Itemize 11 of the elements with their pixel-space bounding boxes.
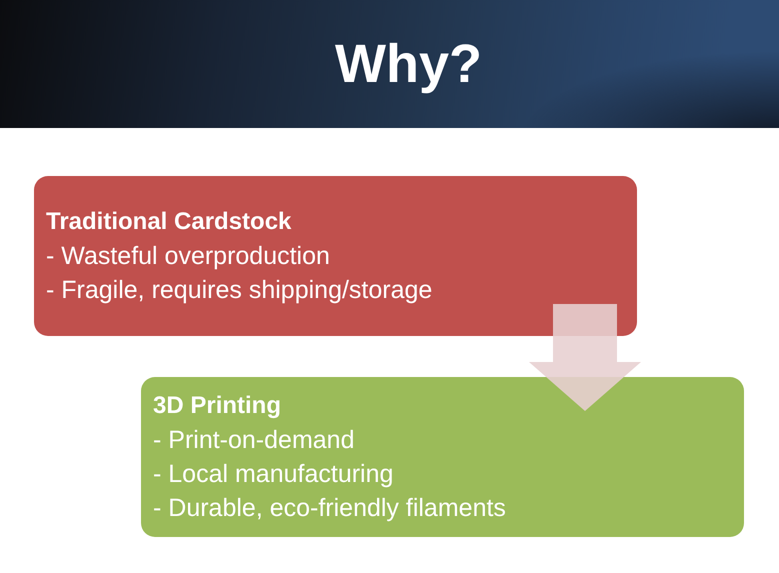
bullet-text: - Durable, eco-friendly filaments xyxy=(153,493,506,524)
box-heading: Traditional Cardstock xyxy=(46,207,292,237)
slide-title: Why? xyxy=(335,33,482,95)
process-box xyxy=(141,377,744,537)
bullet-text: - Local manufacturing xyxy=(153,459,394,490)
box-heading: 3D Printing xyxy=(153,391,282,421)
bullet-text: - Fragile, requires shipping/storage xyxy=(46,275,432,306)
bullet-text: - Wasteful overproduction xyxy=(46,241,330,272)
process-box xyxy=(34,176,637,336)
bullet-text: - Print-on-demand xyxy=(153,425,354,456)
block-arrow xyxy=(529,304,641,411)
